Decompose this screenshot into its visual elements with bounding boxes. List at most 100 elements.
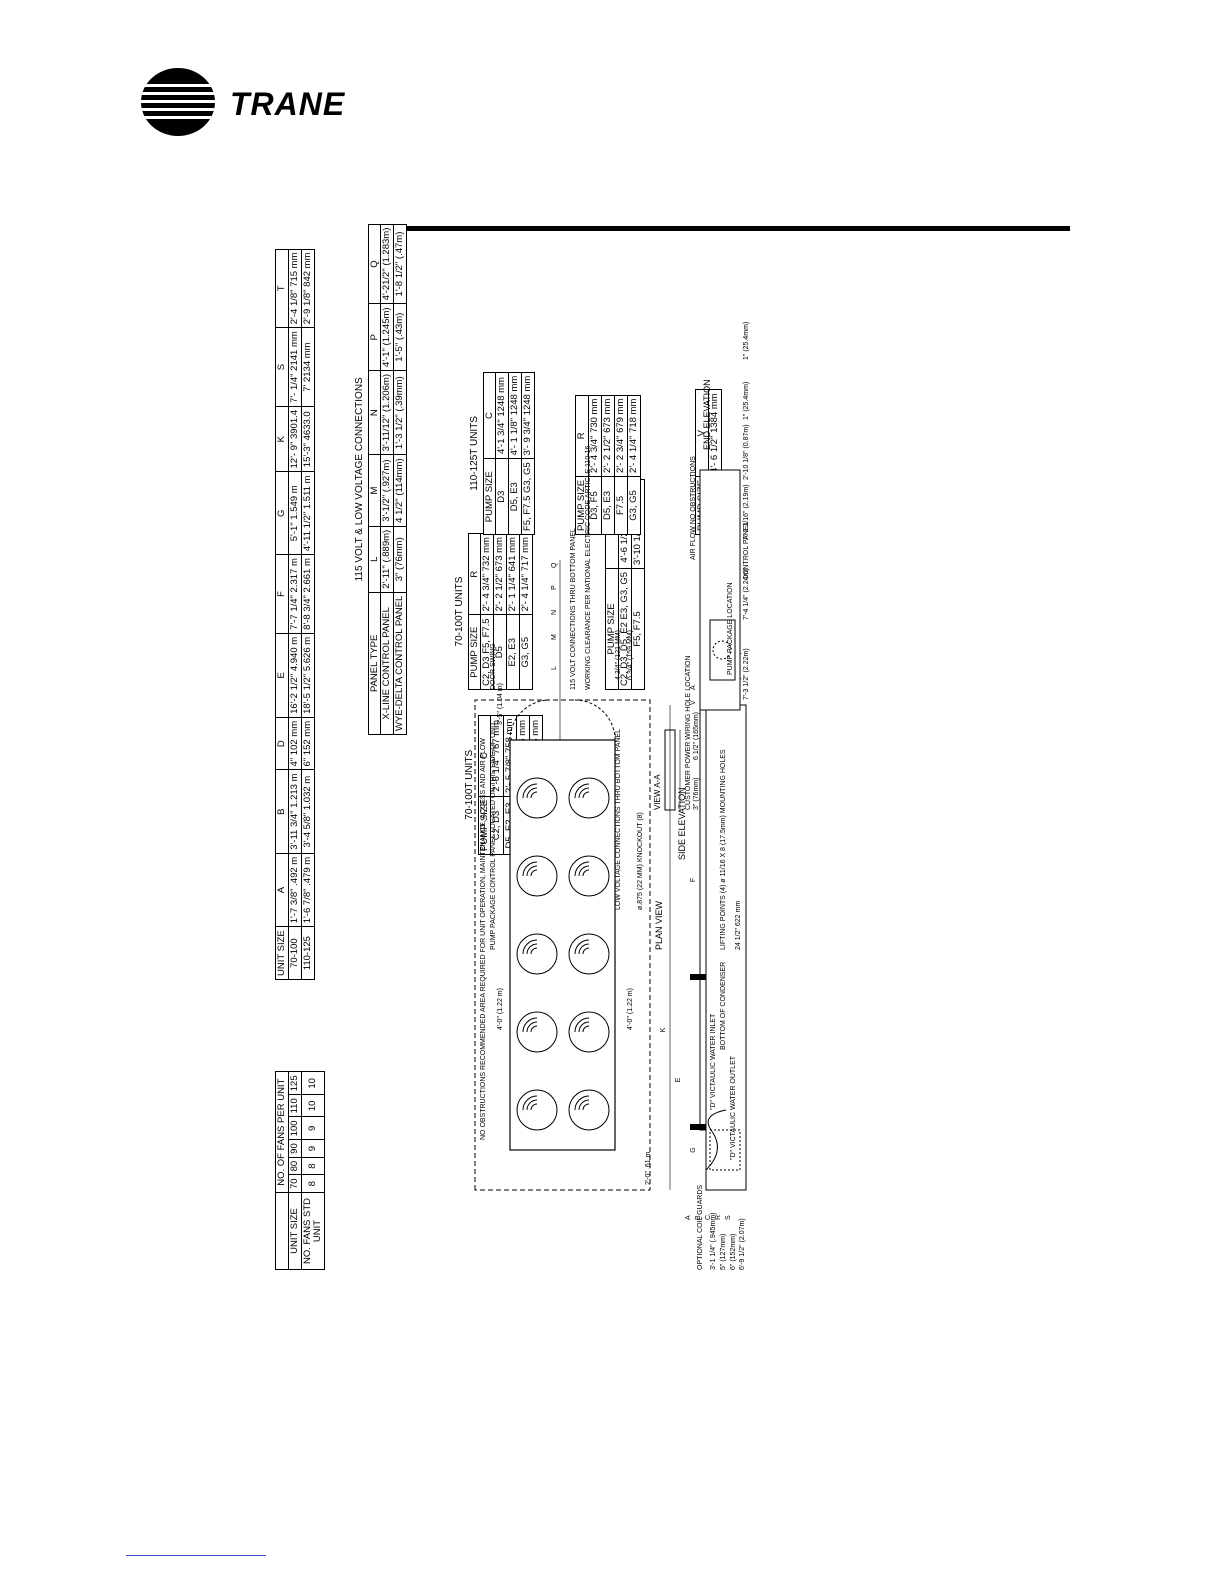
end-dim-2-10: 2'-10 1/8" (0.87m) (743, 424, 750, 480)
end-dim-7-2: 7'-2 3/16" (2.19m) (743, 484, 750, 540)
side-letter-f: F (690, 878, 697, 882)
end-control-panel: CONTROL PANEL (743, 522, 750, 580)
plan-note-pump-panel: PUMP PACKAGE CONTROL PANEL LOCATED ON TH… (490, 720, 497, 950)
plan-letter-m: M (551, 634, 558, 640)
fan-circle (516, 777, 558, 819)
plan-note-working: WORKING CLEARANCE PER NATIONAL ELECTRIC … (585, 445, 592, 690)
header-rule (390, 226, 1070, 231)
fan-arc (522, 1095, 538, 1111)
side-letter-s: S (725, 1215, 732, 1220)
brand-name: TRANE (230, 86, 346, 122)
side-dim-6: 6" (152mm) (730, 1234, 737, 1270)
fan-circle (568, 855, 610, 897)
plan-clear-top: 4'-0" (1.22 m) (497, 988, 504, 1030)
view-a-dim-6: 6 1/2" (165mm) (693, 712, 700, 760)
side-letter-r: R (715, 1215, 722, 1220)
fan-circle (568, 1089, 610, 1131)
fan-arc (582, 947, 590, 955)
side-dim-3-1: 3'-1 1/4" (.945mm) (710, 1212, 717, 1270)
fan-arc (530, 791, 538, 799)
fan-arc (526, 787, 538, 799)
plan-letter-l: L (551, 666, 558, 670)
fan-arc (526, 943, 538, 955)
fan-arc (530, 1103, 538, 1111)
side-bottom-condenser: BOTTOM OF CONDENSER (720, 962, 727, 1050)
fan-arc (582, 791, 590, 799)
view-a-title: VIEW A-A (653, 774, 662, 810)
fan-circle (516, 1011, 558, 1053)
plan-door-swing: DOOR SWING (490, 643, 497, 690)
plan-door-dim: 3'-5" (1.04 m) (497, 683, 504, 725)
fan-arc (526, 1099, 538, 1111)
end-elevation-title: END ELEVATION (702, 379, 712, 450)
fan-arc (522, 861, 538, 877)
plan-note-knockout: ø.875 (22 MM) KNOCKOUT (8) (637, 812, 644, 910)
fan-arc (578, 865, 590, 877)
fan-arc (530, 869, 538, 877)
view-a-a: CUSTOMER POWER WIRING HOLE LOCATION 3" (… (653, 655, 700, 811)
side-letter-a: A (685, 1215, 692, 1220)
plan-letter-n: N (551, 610, 558, 615)
side-elevation: K E G F A B C R S 24 1/2" 622 mm BOTTOM … (660, 652, 747, 1270)
fan-arc (582, 869, 590, 877)
side-water-inlet: "D" VICTAULIC WATER INLET (710, 1013, 717, 1110)
side-dim-24: 24 1/2" 622 mm (735, 901, 742, 950)
plan-letter-q: Q (551, 562, 558, 568)
footer-link-rule (126, 1555, 266, 1556)
view-a-note: CUSTOMER POWER WIRING HOLE LOCATION (685, 655, 692, 810)
plan-view-title: PLAN VIEW (654, 900, 664, 950)
plan-letter-p: P (551, 585, 558, 590)
fan-circle (516, 855, 558, 897)
side-dim-5: 5" (127mm) (720, 1234, 727, 1270)
end-letter-v: V (690, 700, 697, 705)
side-elevation-title: SIDE ELEVATION (677, 787, 687, 860)
fan-circle (516, 1089, 558, 1131)
fan-circle (568, 1011, 610, 1053)
plan-clear-end: 2'-0" .61 m (645, 1151, 652, 1185)
side-letter-b: B (695, 1215, 702, 1220)
fan-arc (522, 783, 538, 799)
unit-drawings: K E G F A B C R S 24 1/2" 622 mm BOTTOM … (474, 322, 750, 1270)
side-letter-e: E (675, 1077, 682, 1082)
fan-arc (574, 783, 590, 799)
end-dim-7-4: 7'-4 1/4" (2.24m) (743, 568, 750, 620)
end-dim-1-right: 1" (25.4mm) (743, 322, 750, 360)
fan-arc (578, 1099, 590, 1111)
end-pump-location: PUMP PACKAGE LOCATION (727, 582, 734, 675)
plan-note-115v: 115 VOLT CONNECTIONS THRU BOTTOM PANEL (570, 528, 577, 690)
fan-arc (526, 1021, 538, 1033)
end-airflow: AIR FLOW NO OBSTRUCTIONS (690, 456, 697, 560)
end-dim-1-left: 1" (25.4mm) (743, 382, 750, 420)
plan-dim-121: 4 3/4" (121 MM) (615, 630, 622, 680)
fan-arc (582, 1103, 590, 1111)
side-water-outlet: "D" VICTAULIC WATER OUTLET (730, 1055, 737, 1160)
fan-arc (526, 865, 538, 877)
fan-arc (530, 947, 538, 955)
side-optional-guards: OPTIONAL COIL GUARDS (697, 1185, 704, 1270)
fan-circle (568, 933, 610, 975)
end-letter-a: A (690, 685, 697, 690)
plan-view: L M N P Q 4'-0" (1.22 m) 4'-0" (1.22 m) … (474, 445, 664, 1191)
plan-note-obstructions: NO OBSTRUCTIONS RECOMMENDED AREA REQUIRE… (480, 738, 487, 1140)
fan-arc (574, 1017, 590, 1033)
plan-clear-bottom: 4'-0" (1.22 m) (627, 988, 634, 1030)
fan-array (516, 777, 610, 1131)
side-letter-c: C (705, 1215, 712, 1220)
view-a-dim-3: 3" (76mm) (693, 778, 700, 810)
side-letter-g: G (690, 1147, 697, 1152)
plan-note-lowv: LOW VOLTAGE CONNECTIONS THRU BOTTOM PANE… (615, 729, 622, 910)
end-elevation: PUMP PACKAGE LOCATION V A AIR FLOW NO OB… (690, 322, 750, 711)
trane-logo: TRANE (140, 66, 344, 143)
fan-arc (574, 939, 590, 955)
end-dim-7-3: 7'-3 1/2" (2.22m) (743, 648, 750, 700)
fan-arc (574, 861, 590, 877)
fan-arc (522, 1017, 538, 1033)
side-height: 6'-9 1/2" (2.07m) (739, 1218, 746, 1270)
fan-arc (578, 787, 590, 799)
plan-dim-159: 6 3/4" (159 MM) (627, 630, 634, 680)
side-lifting: LIFTING POINTS (4) ø 11/16 X 8 (17.5mm) … (720, 749, 727, 950)
fan-arc (578, 1021, 590, 1033)
side-letter-k: K (660, 1027, 667, 1032)
fan-arc (578, 943, 590, 955)
drawing-sheet: NO. OF FANS PER UNIT UNIT SIZE 70 80 90 … (270, 223, 750, 1280)
